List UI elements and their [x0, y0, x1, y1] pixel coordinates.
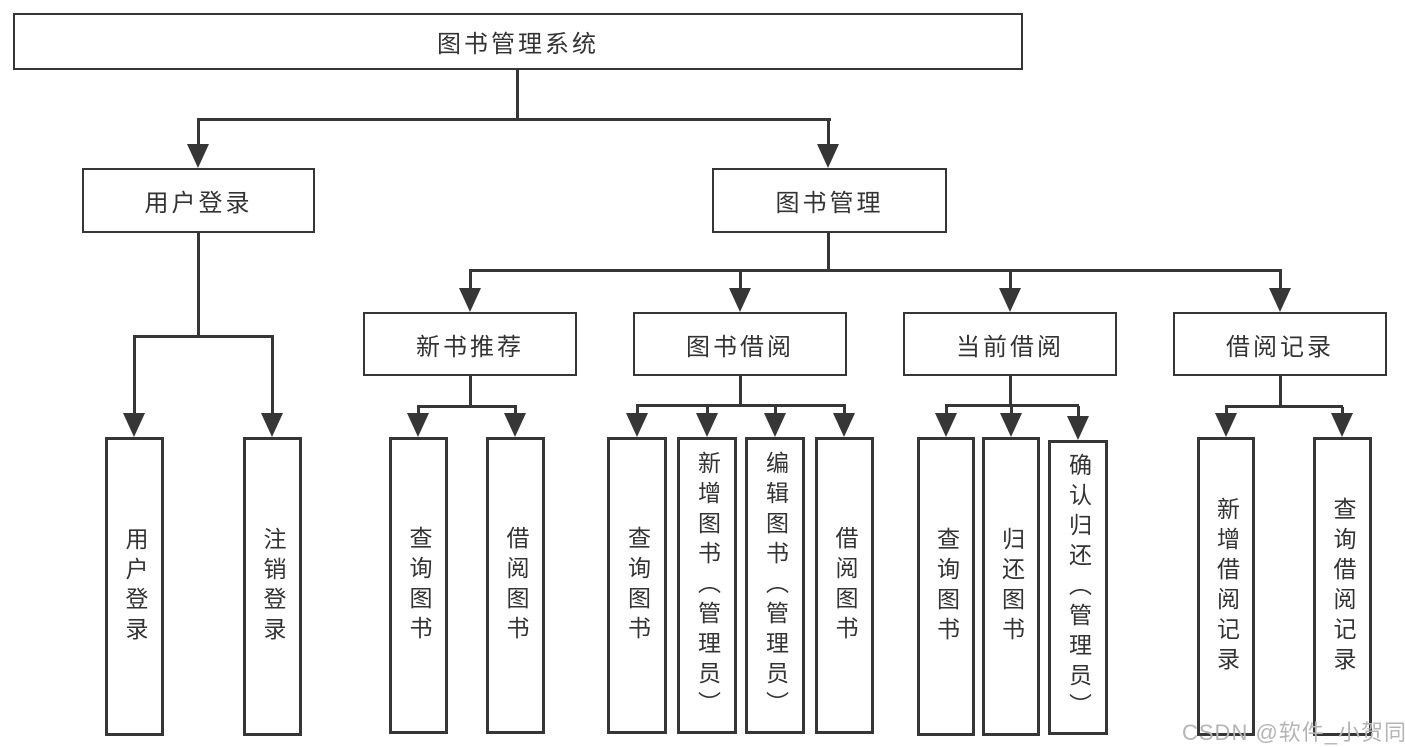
node-borrowing-records: 借阅记录 [1173, 312, 1387, 376]
node-leaf-br-query-record: 查询借阅记录 [1313, 437, 1372, 736]
connector-cb-confirm-stem [1077, 406, 1080, 418]
arrow-down-icon [817, 144, 839, 168]
connector-new-book-down [469, 376, 472, 407]
connector-br-add-stem [1225, 407, 1228, 417]
node-book-borrowing: 图书借阅 [633, 312, 847, 376]
node-book-management: 图书管理 [712, 168, 947, 233]
arrow-down-icon [935, 413, 957, 437]
connector-cb-return-stem [1010, 406, 1013, 416]
node-leaf-nbr-borrow-books: 借阅图书 [486, 437, 545, 734]
arrow-down-icon [696, 413, 718, 437]
node-new-book-recommendation: 新书推荐 [363, 312, 577, 376]
node-leaf-logout: 注销登录 [243, 437, 302, 736]
node-leaf-bb-borrow-books: 借阅图书 [815, 437, 874, 734]
node-leaf-bb-add-books-admin: 新增图书（管理员） [677, 437, 737, 734]
connector-borrowing-records-down [1279, 376, 1282, 407]
connector-book-management-down [827, 233, 830, 271]
arrow-down-icon [1067, 416, 1089, 440]
arrow-down-icon [407, 413, 429, 437]
connector-user-login-rail [133, 335, 274, 338]
arrow-down-icon [1331, 413, 1353, 437]
connector-root-stem [516, 70, 519, 120]
node-leaf-br-add-record: 新增借阅记录 [1197, 437, 1255, 736]
connector-nbr-borrow-stem [514, 407, 517, 417]
connector-book-borrowing-rail [636, 404, 846, 407]
node-leaf-cb-confirm-return-admin: 确认归还（管理员） [1048, 440, 1108, 735]
connector-current-borrowing-stem [1009, 271, 1012, 291]
connector-bb-query-stem [636, 406, 639, 416]
arrow-down-icon [764, 413, 786, 437]
node-current-borrowing: 当前借阅 [903, 312, 1117, 376]
connector-current-borrowing-rail [945, 404, 1079, 407]
connector-bb-add-stem [706, 406, 709, 416]
arrow-down-icon [1215, 413, 1237, 437]
arrow-down-icon [1000, 413, 1022, 437]
connector-user-login-stem [197, 120, 200, 150]
connector-user-login-down [197, 233, 200, 337]
connector-book-borrowing-down [739, 376, 742, 406]
arrow-down-icon [833, 413, 855, 437]
connector-new-book-rail [417, 405, 517, 408]
node-library-management-system: 图书管理系统 [13, 13, 1023, 70]
connector-new-book-stem [469, 271, 472, 291]
csdn-watermark: CSDN @软件_小贺同学 [1182, 720, 1405, 745]
node-user-login: 用户登录 [82, 168, 315, 233]
node-leaf-bb-edit-books-admin: 编辑图书（管理员） [745, 437, 805, 734]
connector-bb-borrow-stem [843, 406, 846, 416]
connector-br-query-stem [1341, 407, 1344, 417]
arrow-down-icon [626, 413, 648, 437]
node-leaf-cb-query-books: 查询图书 [917, 437, 975, 736]
arrow-down-icon [1269, 288, 1291, 312]
connector-bb-edit-stem [774, 406, 777, 416]
connector-book-borrowing-stem [739, 271, 742, 291]
node-leaf-nbr-query-books: 查询图书 [389, 437, 448, 734]
connector-leaf-user-login-stem [133, 337, 136, 417]
connector-current-borrowing-down [1009, 376, 1012, 406]
connector-borrowing-records-stem [1279, 271, 1282, 291]
connector-cb-query-stem [945, 406, 948, 416]
connector-level2-rail [197, 118, 831, 121]
connector-leaf-logout-stem [271, 337, 274, 417]
connector-book-management-stem [827, 120, 830, 150]
connector-level3-rail [469, 269, 1282, 272]
arrow-down-icon [187, 144, 209, 168]
arrow-down-icon [504, 413, 526, 437]
arrow-down-icon [729, 288, 751, 312]
connector-borrowing-records-rail [1225, 405, 1343, 408]
node-leaf-user-login: 用户登录 [105, 437, 164, 736]
arrow-down-icon [999, 288, 1021, 312]
arrow-down-icon [123, 413, 145, 437]
arrow-down-icon [459, 288, 481, 312]
node-leaf-bb-query-books: 查询图书 [607, 437, 667, 734]
arrow-down-icon [261, 413, 283, 437]
node-leaf-cb-return-books: 归还图书 [982, 437, 1040, 736]
connector-nbr-query-stem [417, 407, 420, 417]
